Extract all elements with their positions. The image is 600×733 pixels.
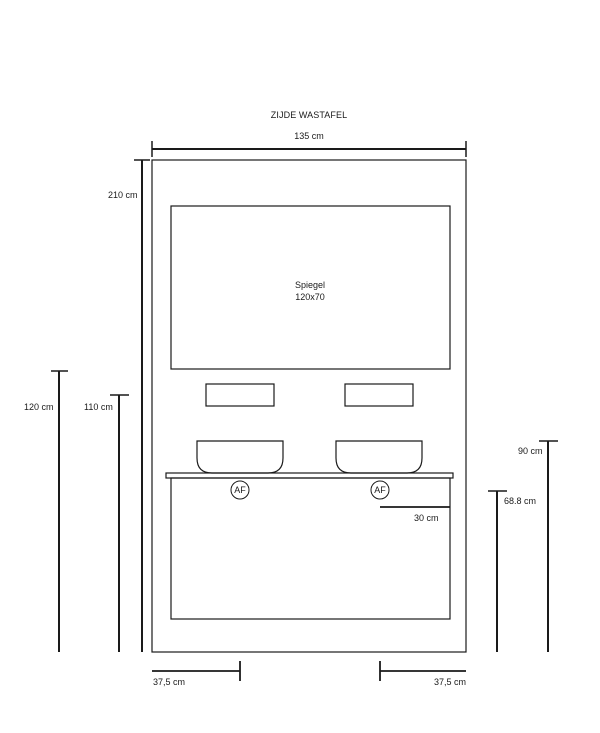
height-68-8-dimension-line <box>488 490 507 652</box>
height-110-dimension-line <box>110 394 129 652</box>
width-dimension-line <box>151 141 467 157</box>
height-90-label: 90 cm <box>518 446 543 456</box>
height-210-label: 210 cm <box>108 190 138 200</box>
mirror-size: 120x70 <box>295 292 325 302</box>
height-120-dimension-line <box>51 370 68 652</box>
mirror-name: Spiegel <box>294 280 326 290</box>
drain-right-label: AF <box>374 485 386 495</box>
light-left <box>205 383 275 407</box>
width-total-label: 135 cm <box>294 131 324 141</box>
countertop <box>165 472 454 479</box>
basin-right <box>335 440 423 474</box>
drain-right <box>370 480 390 500</box>
right-offset-label: 37,5 cm <box>434 677 467 687</box>
drain-left-label: AF <box>234 485 246 495</box>
drain-left <box>230 480 250 500</box>
left-offset-label: 37,5 cm <box>153 677 186 687</box>
drain-offset-label: 30 cm <box>414 513 439 523</box>
basin-left <box>196 440 284 474</box>
height-210-dimension-line <box>134 159 150 652</box>
cabinet <box>170 477 451 620</box>
height-120-label: 120 cm <box>24 402 54 412</box>
right-offset-dimension-line <box>379 661 466 681</box>
height-90-dimension-line <box>539 440 558 652</box>
drawing-title: ZIJDE WASTAFEL <box>270 110 348 120</box>
left-offset-dimension-line <box>152 661 241 681</box>
height-110-label: 110 cm <box>84 402 113 412</box>
mirror <box>170 205 451 370</box>
wall-outline <box>151 159 467 653</box>
light-right <box>344 383 414 407</box>
height-68-8-label: 68.8 cm <box>504 496 537 506</box>
